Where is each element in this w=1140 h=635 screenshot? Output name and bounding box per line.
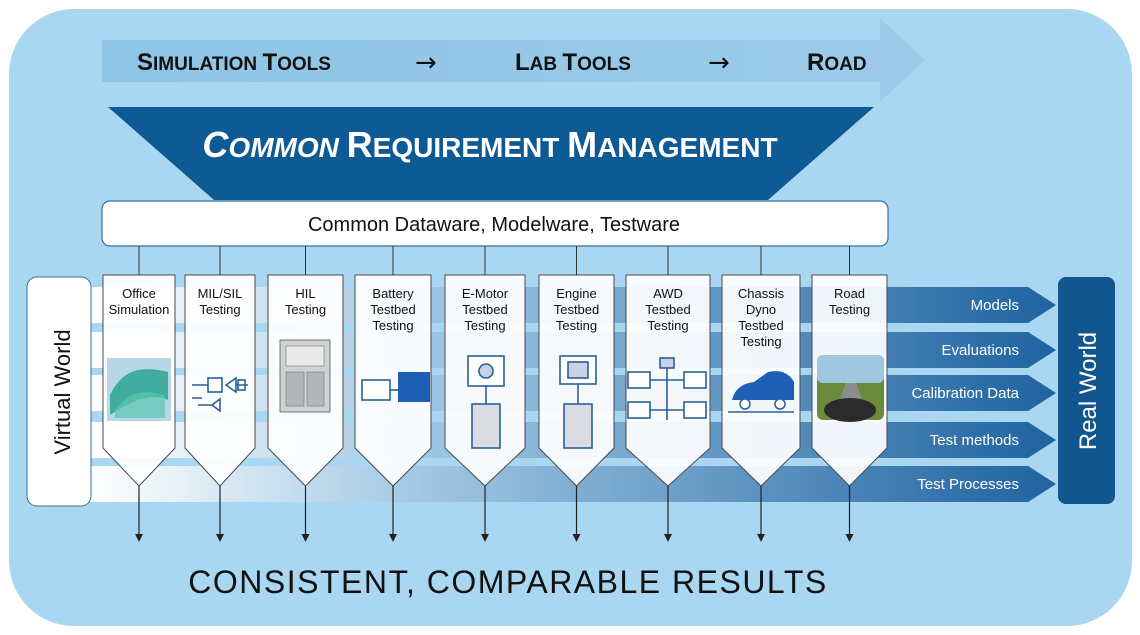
column-label: Testing <box>556 318 597 333</box>
column-label: Testbed <box>554 302 600 317</box>
requirement-funnel <box>108 107 874 200</box>
stage-lab-tools: LAB TOOLS <box>515 49 631 76</box>
column-battery <box>354 274 432 487</box>
column-label: Testing <box>647 318 688 333</box>
awd-testbed-icon <box>627 357 707 420</box>
result-arrows <box>135 486 854 542</box>
column-label: Office <box>122 286 156 301</box>
column-label: E-Motor <box>462 286 509 301</box>
column-label: Testing <box>199 302 240 317</box>
column-label: Testing <box>464 318 505 333</box>
band-label: Models <box>971 297 1019 314</box>
connector-lines <box>138 246 850 275</box>
road-testing-image <box>817 355 884 422</box>
band-label: Test Processes <box>917 476 1019 493</box>
result-arrowhead <box>301 534 310 542</box>
result-arrowhead <box>135 534 143 542</box>
stage-road: ROAD <box>807 49 867 76</box>
flow-arrow <box>102 18 925 102</box>
column-label: Testbed <box>462 302 508 317</box>
column-label: Testing <box>829 302 870 317</box>
column-label: Road <box>834 286 865 301</box>
flow-arrow-glyph-1: → <box>415 48 437 78</box>
emotor-testbed-icon <box>467 355 505 449</box>
column-label: MIL/SIL <box>198 286 243 301</box>
column-label: AWD <box>653 286 683 301</box>
result-arrowhead <box>572 534 581 542</box>
result-arrowhead <box>845 534 854 542</box>
chassis-dyno-icon <box>728 371 794 413</box>
result-arrowhead <box>664 534 672 542</box>
column-label: Dyno <box>746 302 776 317</box>
column-mil-sil <box>184 274 256 487</box>
column-label: HIL <box>295 286 315 301</box>
hil-cabinet-image <box>279 339 331 413</box>
column-label: Testing <box>372 318 413 333</box>
result-arrowhead <box>757 534 765 542</box>
band-label: Evaluations <box>941 342 1019 359</box>
band-test-processes <box>90 466 1056 502</box>
virtual-world-label: Virtual World <box>50 329 75 454</box>
flow-arrow-glyph-2: → <box>708 48 730 78</box>
column-label: Testbed <box>645 302 691 317</box>
real-world-box <box>1058 277 1115 504</box>
engine-testbed-icon <box>559 355 597 449</box>
result-arrowhead <box>481 534 489 542</box>
column-label: Testbed <box>370 302 416 317</box>
column-label: Testbed <box>738 318 784 333</box>
real-world-label: Real World <box>1075 332 1102 450</box>
band-label: Calibration Data <box>911 385 1019 402</box>
column-label: Engine <box>556 286 596 301</box>
mil-sil-icon <box>192 376 248 413</box>
funnel-title: COMMON REQUIREMENT MANAGEMENT <box>202 124 777 165</box>
virtual-world-box <box>26 276 92 507</box>
office-simulation-image <box>107 358 171 421</box>
column-label: Battery <box>372 286 414 301</box>
common-dataware-box <box>101 200 889 247</box>
column-label: Simulation <box>109 302 170 317</box>
results-label: CONSISTENT, COMPARABLE RESULTS <box>188 564 827 600</box>
column-label: Testing <box>740 334 781 349</box>
result-arrowhead <box>389 534 397 542</box>
battery-testbed-icon <box>361 372 430 402</box>
column-label: Chassis <box>738 286 785 301</box>
band-label: Test methods <box>930 432 1019 449</box>
stage-simulation-tools: SIMULATION TOOLS <box>137 49 331 76</box>
common-dataware-label: Common Dataware, Modelware, Testware <box>308 214 680 236</box>
result-arrowhead <box>216 534 224 542</box>
column-label: Testing <box>285 302 326 317</box>
